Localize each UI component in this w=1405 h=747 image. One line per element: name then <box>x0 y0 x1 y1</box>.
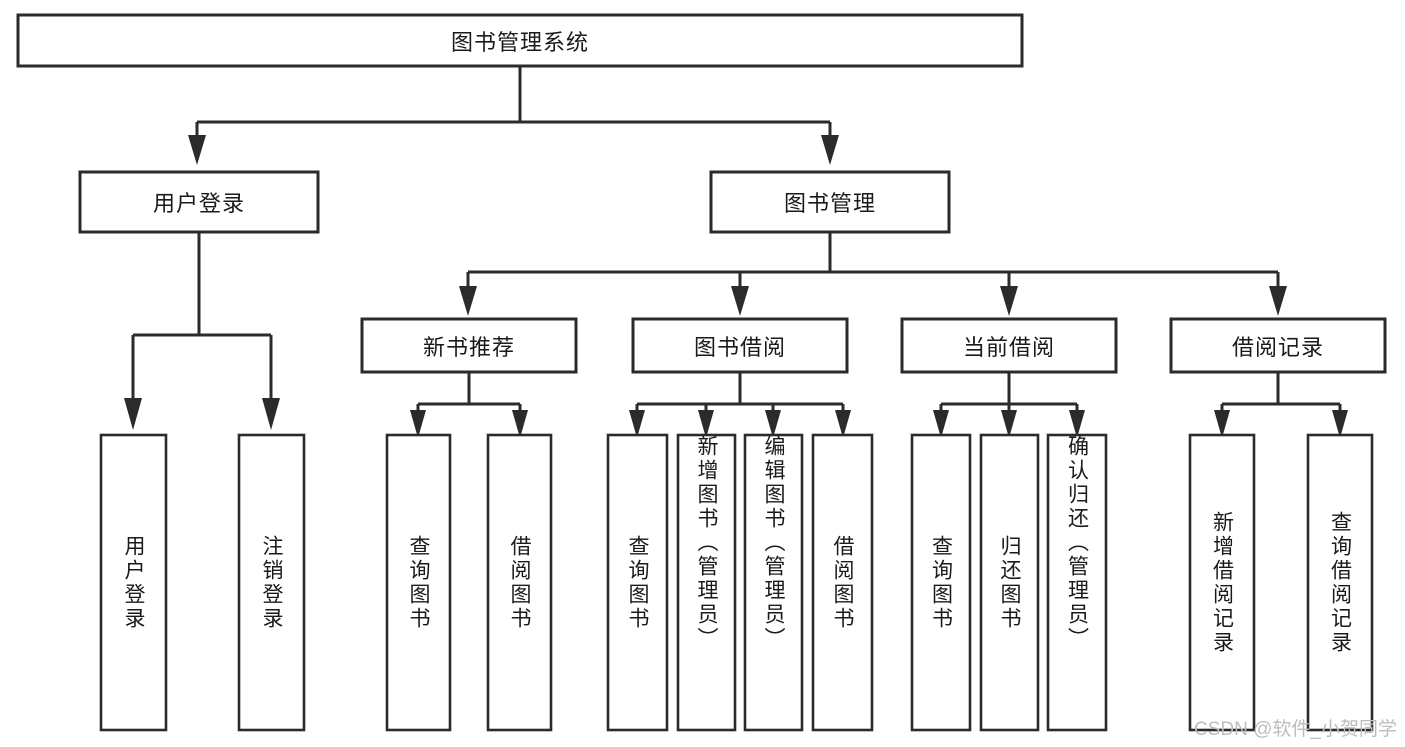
arrow-head-cb-2 <box>1069 410 1085 438</box>
leaf-box-new-book-recommend-1[interactable] <box>486 433 553 732</box>
arrow-head-bb-2 <box>765 410 781 438</box>
leaf-box-user-login-0[interactable] <box>99 433 168 732</box>
arrow-head-level2-1 <box>731 286 749 316</box>
arrow-head-br-0 <box>1214 410 1230 438</box>
leaf-box-borrow-record-0[interactable] <box>1188 433 1256 732</box>
arrow-head-cb-0 <box>933 410 949 438</box>
node-book-borrow-box[interactable] <box>631 317 849 374</box>
leaf-box-current-borrow-0[interactable] <box>910 433 972 732</box>
node-current-borrow-box[interactable] <box>900 317 1118 374</box>
leaf-box-current-borrow-1[interactable] <box>979 433 1040 732</box>
leaf-box-book-borrow-3[interactable] <box>811 433 874 732</box>
leaf-box-current-borrow-2[interactable] <box>1046 433 1108 732</box>
arrow-head-level1-1 <box>821 135 839 165</box>
leaf-box-user-login-1[interactable] <box>237 433 306 732</box>
leaf-box-book-borrow-0[interactable] <box>606 433 669 732</box>
arrow-head-user-login-1 <box>262 398 280 430</box>
node-borrow-record-box[interactable] <box>1169 317 1387 374</box>
arrow-head-bb-0 <box>629 410 645 438</box>
node-user-login-box[interactable] <box>78 170 320 234</box>
node-book-management-box[interactable] <box>709 170 951 234</box>
arrow-head-nbr-0 <box>410 410 426 438</box>
node-root-box[interactable] <box>16 13 1024 68</box>
leaf-box-borrow-record-1[interactable] <box>1306 433 1374 732</box>
arrow-head-nbr-1 <box>512 410 528 438</box>
arrow-head-br-1 <box>1332 410 1348 438</box>
arrow-head-bb-3 <box>835 410 851 438</box>
arrow-head-level1-0 <box>188 135 206 165</box>
node-new-book-recommend-box[interactable] <box>360 317 578 374</box>
leaf-box-new-book-recommend-0[interactable] <box>385 433 452 732</box>
arrow-head-level2-0 <box>459 286 477 316</box>
arrow-head-user-login-0 <box>124 398 142 430</box>
arrow-head-bb-1 <box>698 410 714 438</box>
arrow-head-cb-1 <box>1001 410 1017 438</box>
arrow-head-level2-3 <box>1269 286 1287 316</box>
arrow-head-level2-2 <box>1000 286 1018 316</box>
leaf-box-book-borrow-2[interactable] <box>743 433 804 732</box>
leaf-box-book-borrow-1[interactable] <box>676 433 737 732</box>
